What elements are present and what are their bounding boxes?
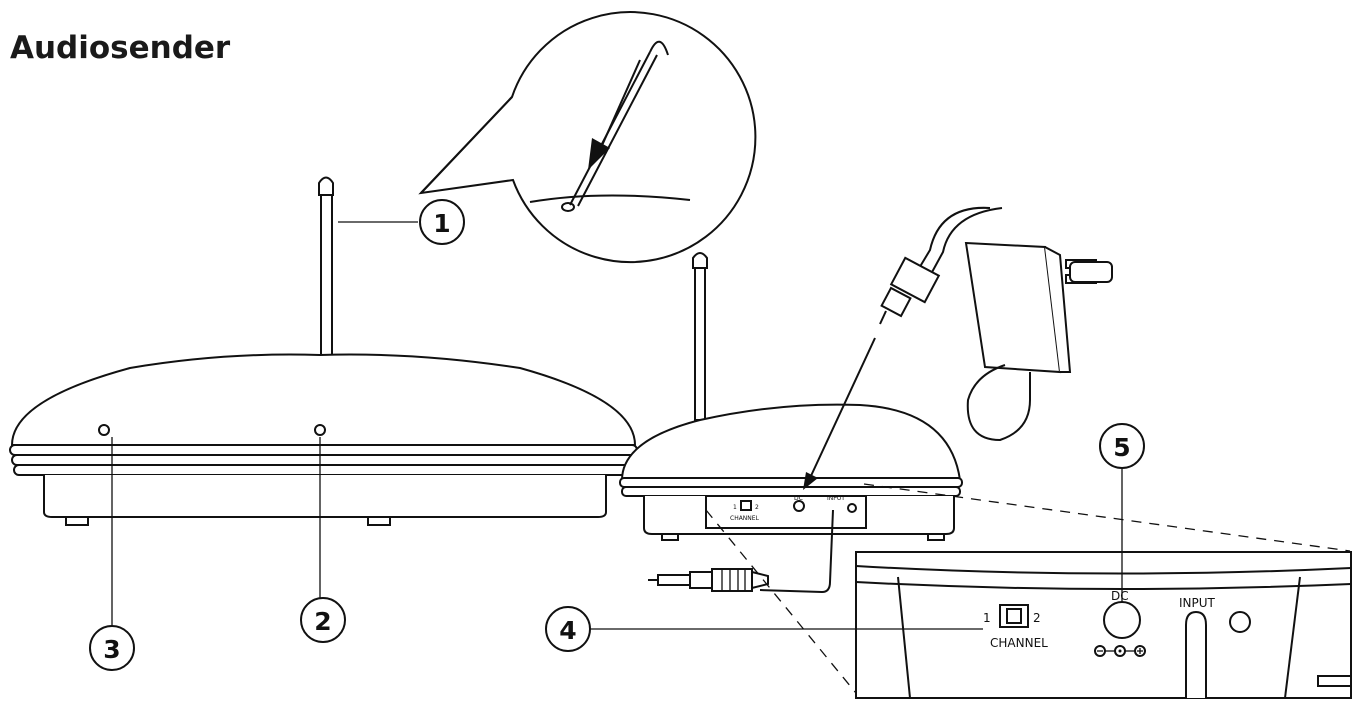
callout-4: 4 [545, 606, 591, 652]
dc-pointer-arrow-icon [803, 472, 818, 490]
foot-left [65, 516, 89, 526]
insert-arrow-icon [588, 138, 610, 170]
base-ring-middle [11, 454, 636, 466]
switch-label-1: 1 [983, 611, 991, 625]
zoom-line-bottom [705, 509, 861, 699]
callout-1-label: 1 [433, 209, 450, 238]
callout-5-label: 5 [1113, 433, 1130, 462]
input-label: INPUT [1179, 596, 1216, 610]
callout-2-label: 2 [314, 607, 331, 636]
base-ring-upper [9, 444, 638, 456]
switch-label-2: 2 [1033, 611, 1041, 625]
dc-label: DC [1111, 589, 1129, 603]
mini-switch-label-1: 1 [733, 504, 737, 511]
led-3-indicator [98, 424, 110, 436]
dc-jack [1103, 601, 1141, 639]
input-cable [1185, 610, 1207, 698]
foot-right [367, 516, 391, 526]
transmitter-rear-view: 1 2 CHANNEL DC INPUT [619, 252, 963, 541]
mini-dc-label: DC [794, 495, 803, 502]
input-socket [1229, 611, 1251, 633]
transmitter-stand [43, 475, 607, 518]
antenna-front [318, 176, 334, 368]
base-ring-lower [13, 464, 634, 476]
antenna-detail-bubble [418, 11, 757, 264]
mini-input-label: INPUT [827, 495, 845, 502]
callout-3: 3 [89, 625, 135, 671]
dc-polarity-icon [1094, 645, 1146, 657]
callout-1: 1 [419, 199, 465, 245]
transmitter-dome [10, 353, 637, 446]
mini-channel-label: CHANNEL [730, 515, 760, 522]
callout-4-label: 4 [559, 616, 576, 645]
callout-3-label: 3 [103, 635, 120, 664]
zoom-line-top [863, 483, 1351, 552]
audio-cable [648, 509, 834, 594]
callout-5: 5 [1099, 423, 1145, 469]
callout-2: 2 [300, 597, 346, 643]
power-adapter [879, 206, 1113, 442]
mini-switch-label-2: 2 [755, 504, 759, 511]
page-title: Audiosender [10, 30, 231, 66]
channel-label: CHANNEL [990, 636, 1048, 650]
led-2-indicator [314, 424, 326, 436]
rear-panel-zoom: 1 2 CHANNEL DC INPUT [855, 551, 1352, 699]
transmitter-front-view [9, 176, 638, 526]
dc-pointer-line [809, 337, 876, 479]
